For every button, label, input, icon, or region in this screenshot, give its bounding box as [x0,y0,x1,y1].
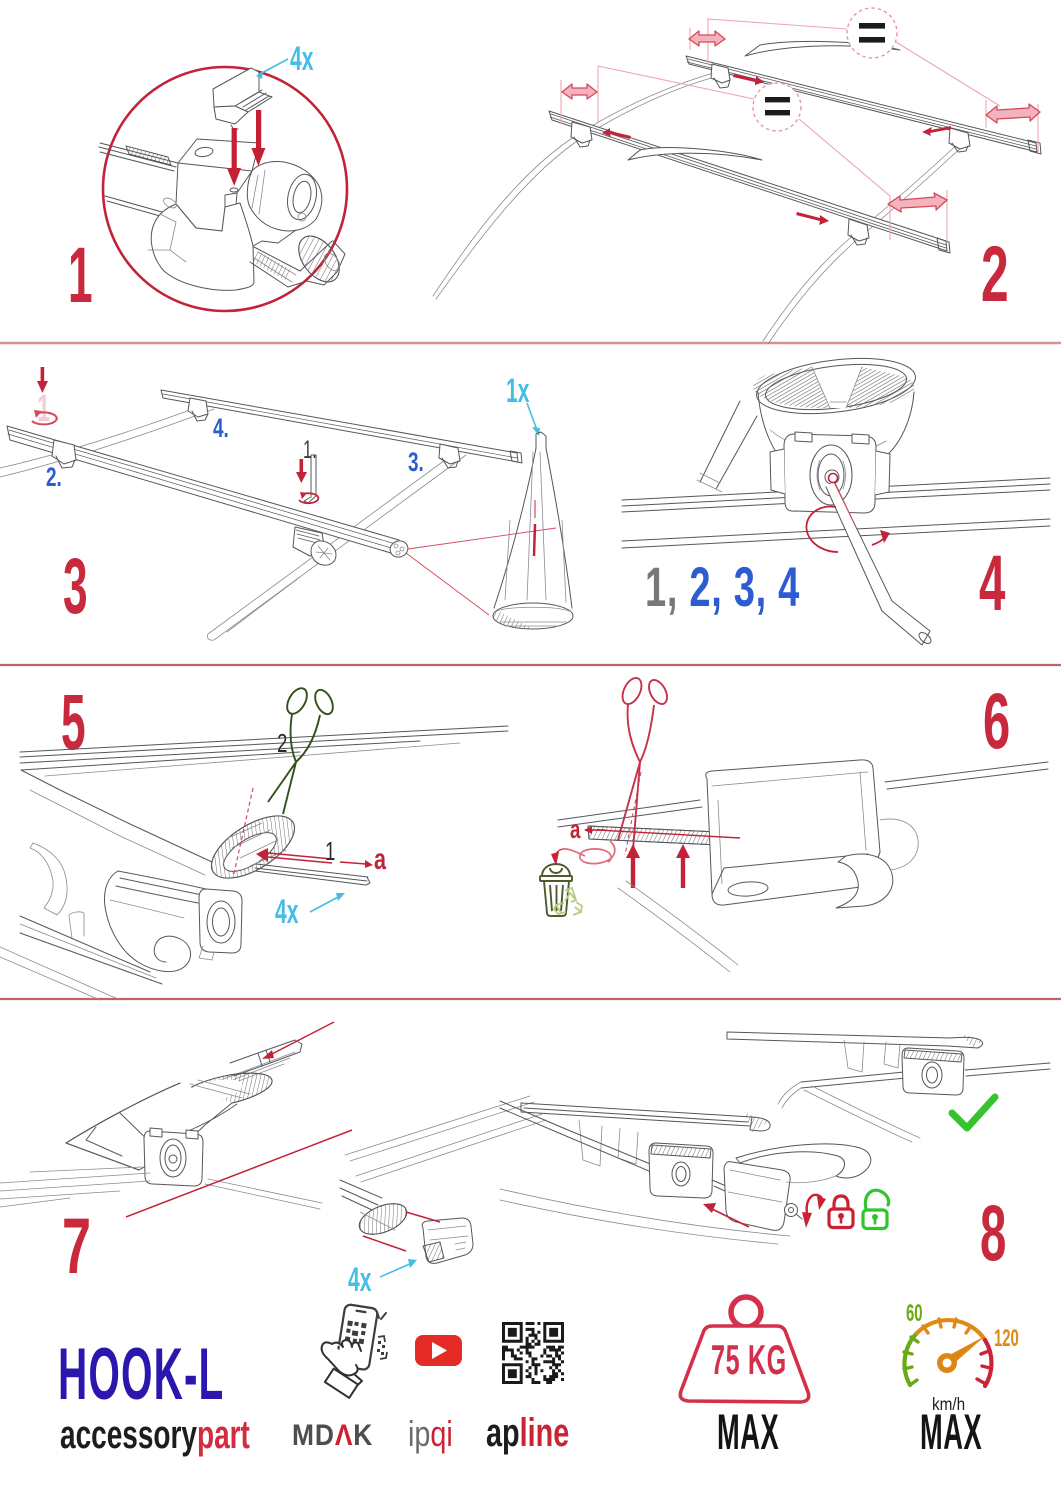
svg-text:4x: 4x [348,1260,372,1298]
svg-text:2: 2 [277,728,287,758]
svg-text:8: 8 [980,1188,1006,1277]
svg-text:4x: 4x [290,39,314,77]
svg-text:7: 7 [62,1202,91,1291]
svg-text:HOOK-L: HOOK-L [58,1333,224,1415]
svg-text:a: a [570,814,581,844]
svg-text:1: 1 [68,230,93,319]
svg-text:1: 1 [37,386,50,429]
svg-text:4x: 4x [275,892,299,930]
svg-text:2.: 2. [46,462,62,492]
svg-text:a: a [374,841,386,875]
svg-text:60: 60 [906,1301,923,1327]
svg-text:120: 120 [994,1326,1019,1352]
svg-text:3: 3 [63,541,88,630]
svg-text:km/h: km/h [932,1394,965,1414]
svg-text:accessorypart: accessorypart [60,1413,250,1457]
svg-text:1, 2, 3, 4: 1, 2, 3, 4 [645,557,800,619]
svg-text:4.: 4. [213,413,229,443]
svg-text:1x: 1x [506,371,530,409]
svg-text:MDΛK: MDΛK [292,1417,373,1451]
svg-text:MAX: MAX [717,1404,779,1460]
svg-text:2: 2 [981,229,1009,318]
svg-text:3.: 3. [408,447,424,477]
svg-text:apline: apline [486,1410,569,1455]
svg-text:5: 5 [61,677,86,766]
svg-text:1.: 1. [303,437,317,464]
svg-text:ipqi: ipqi [408,1413,453,1454]
svg-text:MAX: MAX [920,1404,982,1460]
svg-text:4: 4 [979,538,1005,627]
svg-text:1: 1 [325,836,335,866]
svg-text:6: 6 [983,677,1010,765]
svg-text:75 KG: 75 KG [711,1338,787,1384]
